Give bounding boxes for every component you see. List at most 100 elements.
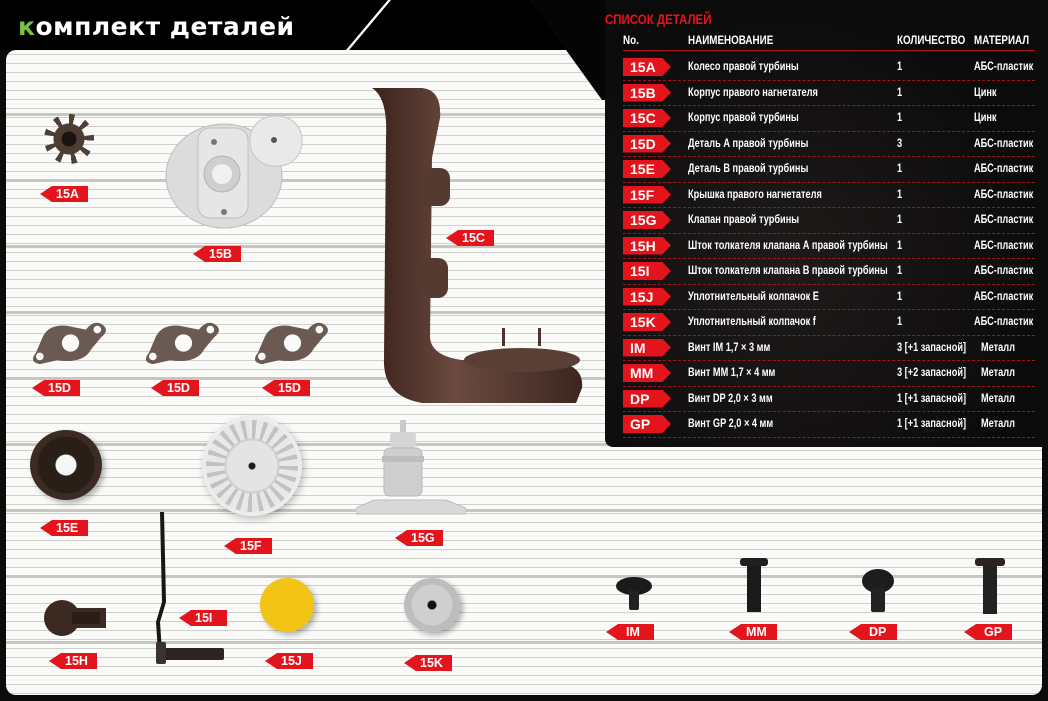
part-qty: 1 <box>897 316 903 328</box>
part-qty: 3 [+2 запасной] <box>897 367 967 379</box>
title-first-letter: К <box>18 12 36 41</box>
table-row: 15D Деталь А правой турбины 3 АБС-пластик <box>623 132 1035 157</box>
part-15h-valve-rod-a-icon <box>44 600 106 636</box>
part-qty: 1 <box>897 61 903 73</box>
col-no: No. <box>623 33 639 47</box>
part-qty: 3 [+1 запасной] <box>897 341 967 354</box>
part-number-tag: 15I <box>623 262 671 280</box>
part-material: Металл <box>981 418 1015 430</box>
part-number-tag: 15A <box>623 58 671 76</box>
label-15d: 15D <box>151 380 199 396</box>
part-material: Цинк <box>974 86 997 99</box>
label-15g: 15G <box>395 530 443 546</box>
part-name: Крышка правого нагнетателя <box>688 188 822 201</box>
part-15i-valve-rod-b-icon <box>156 512 224 664</box>
part-qty: 1 <box>897 188 903 201</box>
part-15f-compressor-cover-icon <box>202 416 302 516</box>
part-15e-turbine-part-b-icon <box>30 430 102 500</box>
part-15d-gasket-icon <box>145 322 219 365</box>
col-name: НАИМЕНОВАНИЕ <box>688 33 774 47</box>
label-15h: 15H <box>49 653 97 669</box>
parts-list-title: СПИСОК ДЕТАЛЕЙ <box>605 11 712 27</box>
page-title: Комплект деталей <box>18 12 295 41</box>
part-name: Корпус правого нагнетателя <box>688 86 818 99</box>
part-material: АБС-пластик <box>974 61 1034 73</box>
label-15k: 15K <box>404 655 452 671</box>
table-row: 15B Корпус правого нагнетателя 1 Цинк <box>623 81 1035 106</box>
label-dp: DP <box>849 624 897 640</box>
col-material: МАТЕРИАЛ <box>974 33 1030 47</box>
parts-table-header: No. НАИМЕНОВАНИЕ КОЛИЧЕСТВО МАТЕРИАЛ <box>623 33 1035 51</box>
part-name: Деталь В правой турбины <box>688 163 809 175</box>
part-number-tag: 15G <box>623 211 671 229</box>
part-qty: 1 [+1 запасной] <box>897 418 967 430</box>
part-material: Цинк <box>974 112 997 124</box>
part-material: АБС-пластик <box>974 137 1034 150</box>
part-material: Металл <box>981 367 1015 379</box>
screw-im-icon <box>616 577 652 610</box>
screw-mm-icon <box>740 558 768 612</box>
label-15i: 15I <box>179 610 227 626</box>
part-number-tag: 15F <box>623 185 671 204</box>
part-15c-turbine-housing-icon <box>372 88 583 403</box>
part-qty: 1 <box>897 214 903 226</box>
part-material: Металл <box>981 392 1015 405</box>
label-15c: 15C <box>446 230 494 246</box>
part-number-tag: GP <box>623 415 671 433</box>
part-material: Металл <box>981 341 1015 354</box>
part-name: Винт IM 1,7 × 3 мм <box>688 341 771 354</box>
part-15a-turbine-wheel-icon <box>44 114 94 164</box>
parts-list-panel <box>605 0 1048 447</box>
table-row: GP Винт GP 2,0 × 4 мм 1 [+1 запасной] Метал… <box>623 412 1035 438</box>
part-15j-seal-cap-e-icon <box>260 578 314 632</box>
label-15e: 15E <box>40 520 88 536</box>
table-row: 15E Деталь В правой турбины 1 АБС-пластик <box>623 157 1035 183</box>
part-name: Винт DP 2,0 × 3 мм <box>688 392 773 405</box>
screw-gp-icon <box>975 558 1005 614</box>
col-qty: КОЛИЧЕСТВО <box>897 33 966 47</box>
part-number-tag: 15H <box>623 236 671 255</box>
part-number-tag: DP <box>623 389 671 408</box>
part-material: АБС-пластик <box>974 316 1034 328</box>
part-qty: 1 <box>897 290 903 303</box>
part-qty: 1 <box>897 163 903 175</box>
part-number-tag: 15E <box>623 160 671 178</box>
part-material: АБС-пластик <box>974 163 1034 175</box>
part-material: АБС-пластик <box>974 239 1034 252</box>
part-number-tag: IM <box>623 338 671 357</box>
screw-dp-icon <box>862 569 894 612</box>
part-qty: 1 <box>897 112 903 124</box>
table-row: 15G Клапан правой турбины 1 АБС-пластик <box>623 208 1035 234</box>
table-row: IM Винт IM 1,7 × 3 мм 3 [+1 запасной] Метал… <box>623 336 1035 361</box>
label-15b: 15B <box>193 246 241 262</box>
part-15b-compressor-housing-icon <box>165 115 303 229</box>
label-15f: 15F <box>224 538 272 554</box>
part-name: Шток толкателя клапана А правой турбины <box>688 239 888 252</box>
label-15j: 15J <box>265 653 313 669</box>
part-name: Клапан правой турбины <box>688 214 800 226</box>
part-qty: 1 <box>897 265 903 277</box>
label-gp: GP <box>964 624 1012 640</box>
part-15k-seal-cap-f-icon <box>404 578 460 632</box>
part-name: Винт ММ 1,7 × 4 мм <box>688 367 776 379</box>
part-name: Деталь А правой турбины <box>688 137 809 150</box>
part-number-tag: 15B <box>623 83 671 102</box>
label-15a: 15A <box>40 186 88 202</box>
part-number-tag: 15D <box>623 134 671 153</box>
part-qty: 1 <box>897 86 903 99</box>
label-15d: 15D <box>32 380 80 396</box>
part-name: Винт GP 2,0 × 4 мм <box>688 418 774 430</box>
label-im: IM <box>606 624 654 640</box>
part-material: АБС-пластик <box>974 214 1034 226</box>
part-qty: 3 <box>897 137 903 150</box>
part-number-tag: 15J <box>623 287 671 306</box>
label-mm: MM <box>729 624 777 640</box>
part-name: Уплотнительный колпачок f <box>688 316 816 328</box>
